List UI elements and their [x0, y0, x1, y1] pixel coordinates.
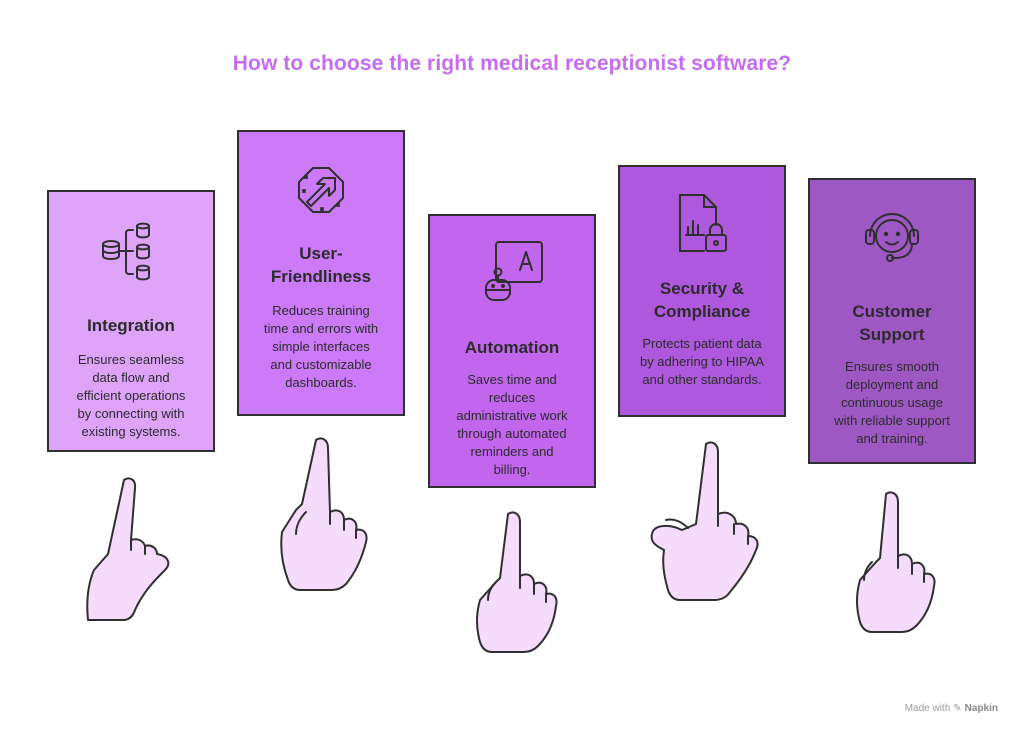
card-title: Integration: [87, 316, 175, 335]
made-with-footer: Made with ✎ Napkin: [905, 703, 998, 714]
card-description: Protects patient data by adhering to HIP…: [639, 336, 765, 387]
footer-prefix: Made with: [904, 703, 951, 714]
card-description: Saves time and reduces administrative wo…: [456, 372, 568, 477]
card-description: Ensures smooth deployment and continuous…: [834, 359, 950, 446]
card-description: Ensures seamless data flow and efficient…: [76, 352, 186, 439]
arrow-shape-icon: [285, 154, 357, 226]
napkin-logo-icon: ✎: [953, 703, 962, 714]
card-integration: Integration Ensures seamless data flow a…: [47, 190, 215, 452]
pointing-hand-icon: [86, 477, 170, 621]
card-title: Automation: [464, 338, 560, 357]
card-security-compliance: Security & Compliance Protects patient d…: [618, 165, 786, 417]
card-description: Reduces training time and errors with si…: [263, 303, 379, 390]
card-title: Security & Compliance: [653, 279, 751, 321]
pointing-hand-icon: [476, 511, 558, 653]
pointing-hand-icon: [856, 491, 936, 633]
headset-support-icon: [856, 202, 928, 274]
card-automation: Automation Saves time and reduces admini…: [428, 214, 596, 488]
robot-text-icon: [476, 238, 548, 310]
pointing-hand-icon: [650, 441, 759, 601]
pointing-hand-icon: [280, 437, 368, 591]
database-network-icon: [95, 214, 167, 286]
card-customer-support: Customer Support Ensures smooth deployme…: [808, 178, 976, 464]
card-title: Customer Support: [852, 302, 932, 344]
secure-document-icon: [666, 189, 738, 261]
footer-brand: Napkin: [964, 703, 998, 714]
card-title: User- Friendliness: [270, 244, 372, 286]
page-title: How to choose the right medical receptio…: [232, 52, 792, 75]
card-user-friendliness: User- Friendliness Reduces training time…: [237, 130, 405, 416]
